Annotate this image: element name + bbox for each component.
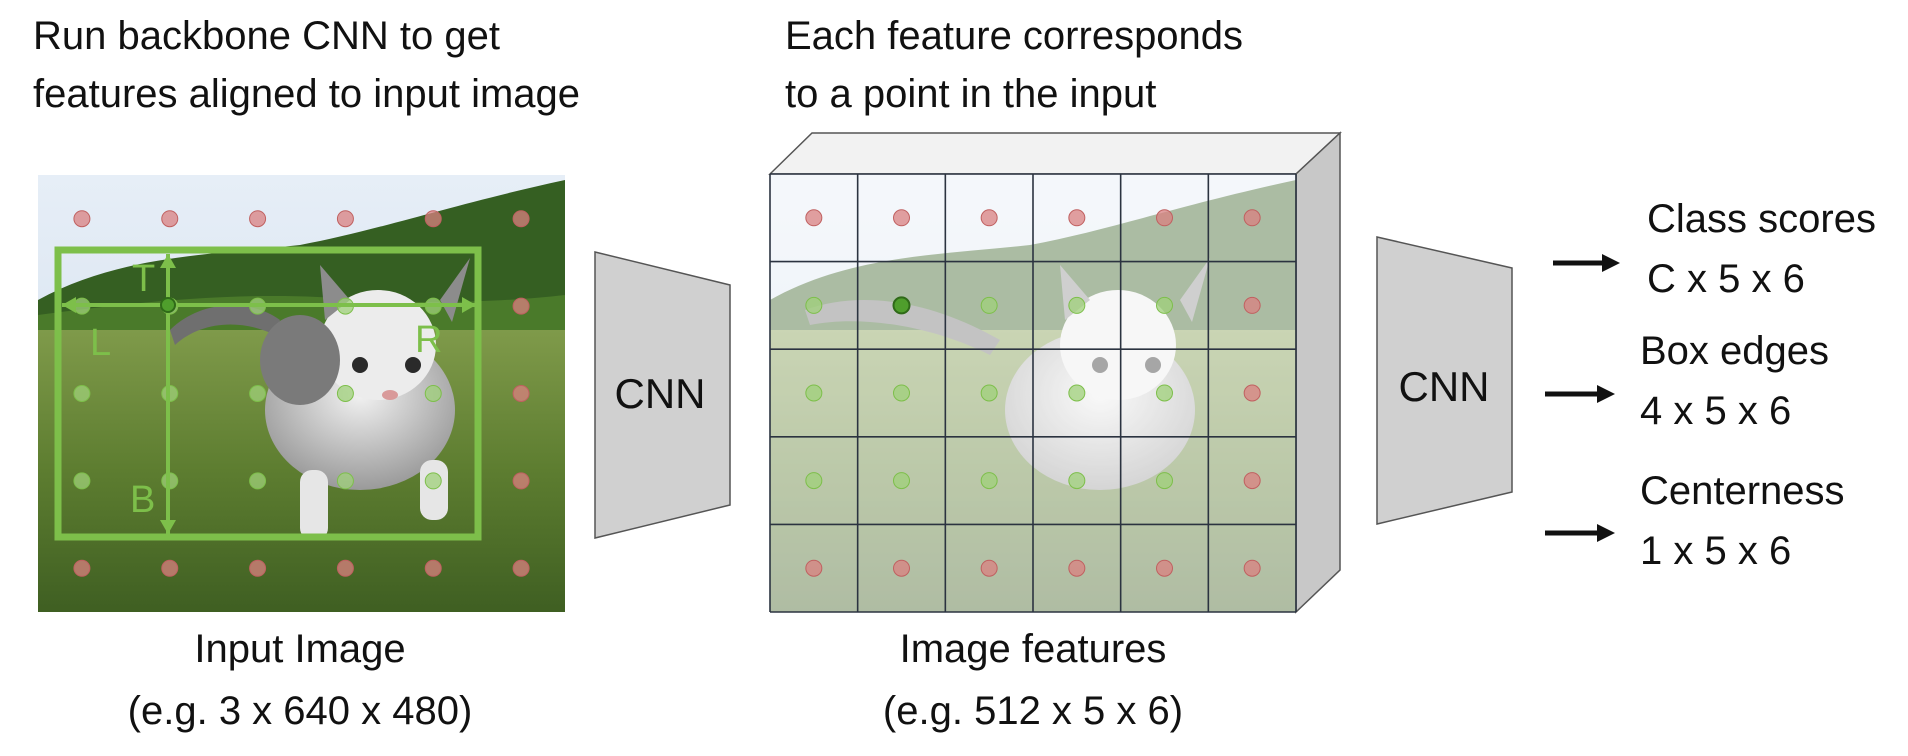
feature-point-positive (805, 472, 823, 490)
output-shape: 4 x 5 x 6 (1640, 389, 1791, 433)
arrowhead-right (462, 297, 476, 313)
feature-point-negative (512, 385, 530, 402)
output-name: Centerness (1640, 469, 1845, 513)
center-point (160, 297, 176, 313)
feature-point-positive (805, 384, 823, 402)
feature-point-positive (336, 472, 354, 490)
output-heads: Class scores C x 5 x 6 Box edges 4 x 5 x… (1545, 197, 1876, 573)
feature-point-positive (1156, 296, 1173, 314)
feature-point-negative (336, 210, 354, 228)
feature-point-positive (424, 472, 442, 490)
edge-label-right: R (415, 319, 442, 361)
feature-point-grid (805, 209, 1261, 577)
feature-point-positive (73, 385, 91, 402)
cnn-block-2-label: CNN (1399, 363, 1490, 410)
output-name: Box edges (1640, 329, 1829, 373)
arrowhead-top (160, 254, 176, 268)
feature-point-negative (424, 559, 442, 577)
arrowhead-bottom (160, 520, 176, 534)
feature-point-negative (1243, 384, 1261, 402)
feature-grid (769, 173, 1297, 613)
feature-point-positive (893, 472, 910, 490)
feature-point-negative (73, 210, 91, 228)
feature-point-positive (980, 384, 998, 402)
feature-point-negative (805, 559, 823, 577)
feature-point-positive (893, 384, 910, 402)
feature-point-negative (1243, 209, 1261, 227)
feature-point-positive (336, 385, 354, 402)
feature-point-negative (512, 297, 530, 315)
feature-point-positive (424, 385, 442, 402)
feature-point-positive (1156, 384, 1173, 402)
feature-volume (768, 131, 1342, 614)
input-caption-line2: (e.g. 3 x 640 x 480) (128, 689, 473, 733)
feature-point-positive (249, 472, 267, 490)
features-caption-line1: Image features (900, 627, 1167, 671)
output-name: Class scores (1647, 197, 1876, 241)
feature-point-positive (73, 472, 91, 490)
feature-point-negative (1068, 209, 1086, 227)
feature-point-negative (1068, 559, 1086, 577)
mid-heading-line1: Each feature corresponds (785, 14, 1243, 58)
input-caption-line1: Input Image (194, 627, 405, 671)
feature-point-positive (980, 296, 998, 314)
feature-point-positive (980, 472, 998, 490)
output-class-scores: Class scores C x 5 x 6 (1553, 197, 1876, 301)
mid-heading-line2: to a point in the input (785, 72, 1156, 116)
output-shape: C x 5 x 6 (1647, 257, 1805, 301)
feature-point-positive (1068, 296, 1086, 314)
arrow-right-icon (1545, 385, 1615, 403)
feature-point-negative (161, 559, 179, 577)
cnn-block-2 (1376, 236, 1513, 525)
arrowhead-left (62, 297, 76, 313)
feature-volume-top (768, 132, 1342, 175)
feature-point-negative (805, 209, 823, 227)
feature-point-positive (1068, 384, 1086, 402)
edge-label-top: T (132, 258, 155, 300)
feature-point-negative (336, 559, 354, 577)
output-centerness: Centerness 1 x 5 x 6 (1545, 469, 1845, 573)
left-heading-line2: features aligned to input image (33, 72, 580, 116)
feature-point-negative (249, 210, 267, 228)
feature-point-positive (249, 385, 267, 402)
feature-point-positive (805, 296, 823, 314)
left-heading-line1: Run backbone CNN to get (33, 14, 500, 58)
feature-point-positive (1068, 472, 1086, 490)
feature-point-positive (892, 296, 911, 315)
output-shape: 1 x 5 x 6 (1640, 529, 1791, 573)
edge-label-bottom: B (130, 479, 155, 521)
feature-point-negative (424, 210, 442, 228)
cnn-block-1 (594, 251, 731, 539)
feature-point-negative (73, 559, 91, 577)
feature-point-positive (1156, 472, 1173, 490)
feature-point-negative (1243, 296, 1261, 314)
feature-point-negative (249, 559, 267, 577)
feature-point-negative (161, 210, 179, 228)
feature-point-negative (1156, 559, 1173, 577)
feature-point-negative (980, 209, 998, 227)
feature-point-negative (512, 210, 530, 228)
input-image (38, 175, 565, 612)
features-caption-line2: (e.g. 512 x 5 x 6) (883, 689, 1183, 733)
bounding-box: T L R B (54, 246, 482, 541)
output-box-edges: Box edges 4 x 5 x 6 (1545, 329, 1829, 433)
arrow-right-icon (1545, 524, 1615, 542)
feature-point-negative (893, 209, 910, 227)
edge-label-left: L (90, 322, 111, 364)
feature-point-negative (1243, 472, 1261, 490)
feature-point-negative (1243, 559, 1261, 577)
feature-point-negative (1156, 209, 1173, 227)
feature-point-negative (893, 559, 910, 577)
feature-point-negative (512, 472, 530, 490)
cnn-block-1-label: CNN (615, 370, 706, 417)
feature-volume-side (1295, 131, 1341, 614)
input-point-grid (73, 210, 530, 577)
feature-point-negative (980, 559, 998, 577)
arrow-right-icon (1553, 254, 1620, 272)
feature-point-negative (512, 559, 530, 577)
